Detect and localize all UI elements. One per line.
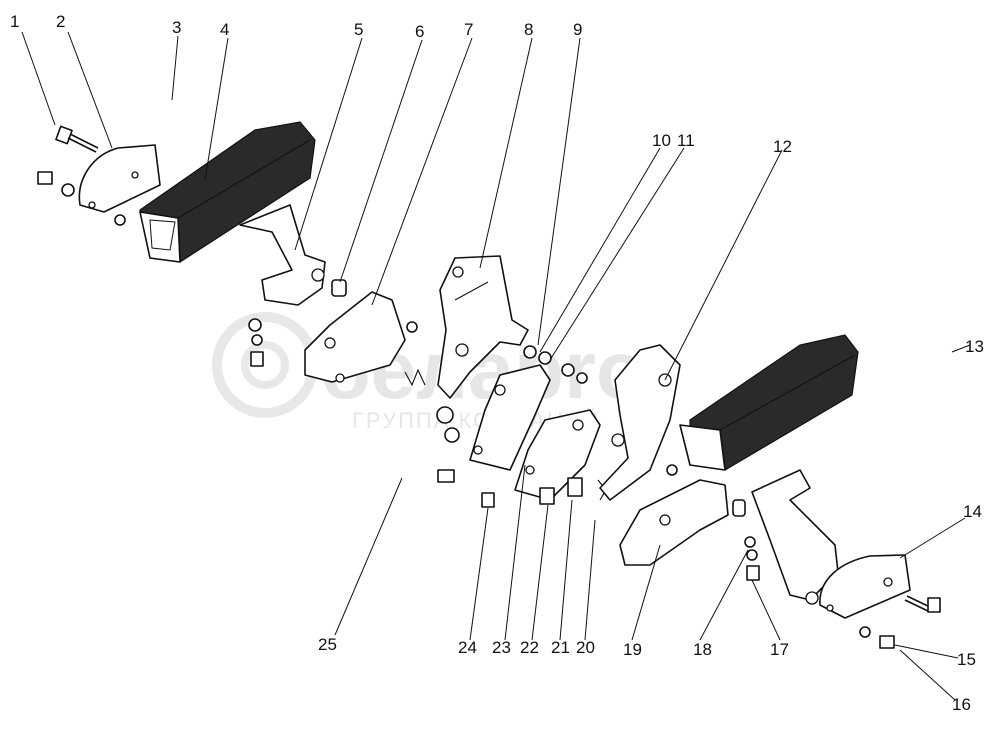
callout-11: 11 bbox=[677, 131, 695, 150]
part-nut-washer-left bbox=[37, 171, 126, 226]
callout-1: 1 bbox=[10, 12, 19, 31]
callout-18: 18 bbox=[693, 640, 712, 659]
callout-3: 3 bbox=[172, 18, 181, 37]
callout-9: 9 bbox=[573, 20, 582, 39]
part-hinge-bracket-right bbox=[619, 479, 746, 566]
part-cover-plate-right bbox=[819, 554, 911, 619]
part-pedal-pad-right bbox=[679, 334, 859, 471]
callout-21: 21 bbox=[551, 638, 570, 657]
part-switch-components bbox=[436, 406, 607, 508]
callout-15: 15 bbox=[957, 650, 976, 669]
callout-20: 20 bbox=[576, 638, 595, 657]
callout-12: 12 bbox=[773, 137, 792, 156]
callout-2: 2 bbox=[56, 12, 65, 31]
callout-13: 13 bbox=[965, 337, 984, 356]
callout-25: 25 bbox=[318, 635, 337, 654]
leader-lines bbox=[21, 31, 971, 701]
part-plate-23 bbox=[469, 364, 551, 471]
part-plate-22 bbox=[514, 409, 601, 501]
callout-5: 5 bbox=[354, 20, 363, 39]
part-pedal-arm-right bbox=[751, 469, 839, 605]
callout-17: 17 bbox=[770, 640, 789, 659]
callout-19: 19 bbox=[623, 640, 642, 659]
part-fasteners-right bbox=[744, 536, 760, 581]
part-washers-9-11 bbox=[523, 345, 588, 384]
callout-24: 24 bbox=[458, 638, 477, 657]
part-bolt-left bbox=[55, 125, 99, 153]
callout-23: 23 bbox=[492, 638, 511, 657]
callout-14: 14 bbox=[963, 502, 982, 521]
part-pedal-pad-left bbox=[139, 121, 316, 263]
part-bolt-right bbox=[859, 595, 941, 649]
part-bushing-left bbox=[331, 279, 347, 297]
part-mounting-bracket-20 bbox=[599, 344, 681, 501]
callout-10: 10 bbox=[652, 131, 671, 150]
part-pedal-arm-left bbox=[239, 204, 326, 306]
callout-7: 7 bbox=[464, 20, 473, 39]
part-fasteners-left bbox=[248, 318, 418, 367]
callout-4: 4 bbox=[220, 20, 229, 39]
part-hinge-bracket bbox=[304, 291, 426, 387]
callout-labels: 1 2 3 4 5 6 7 8 9 10 11 12 13 14 15 16 1… bbox=[10, 12, 984, 714]
callout-16: 16 bbox=[952, 695, 971, 714]
part-mounting-bracket-8 bbox=[437, 255, 529, 399]
callout-22: 22 bbox=[520, 638, 539, 657]
callout-6: 6 bbox=[415, 22, 424, 41]
part-cover-plate-left bbox=[78, 144, 161, 213]
callout-8: 8 bbox=[524, 20, 533, 39]
